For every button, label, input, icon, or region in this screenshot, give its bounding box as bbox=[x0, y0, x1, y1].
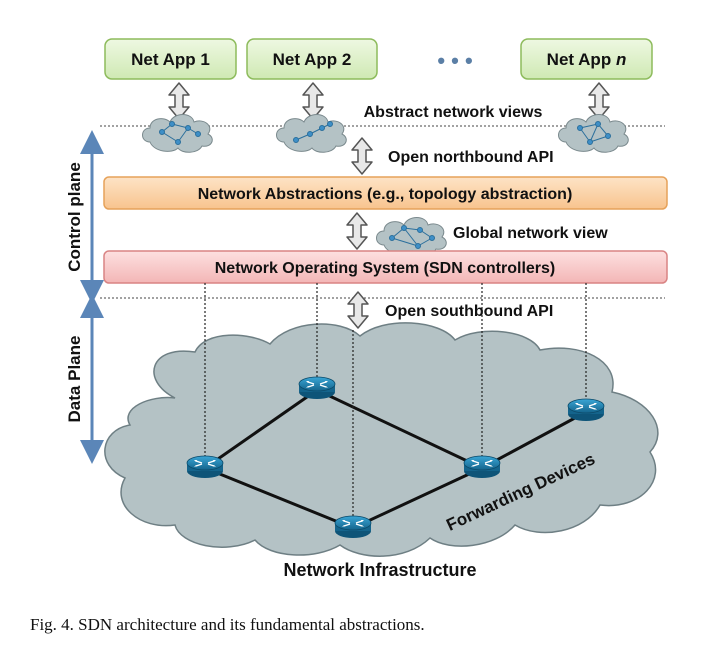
southbound-api-label: Open southbound API bbox=[385, 303, 553, 320]
infrastructure-cloud bbox=[104, 322, 659, 557]
global-network-view-label: Global network view bbox=[453, 225, 608, 242]
router-icon bbox=[186, 455, 224, 479]
double-arrow-icon bbox=[351, 137, 373, 175]
net-app-2-box: Net App 2 bbox=[246, 38, 378, 80]
cloud-icon bbox=[376, 217, 447, 256]
network-operating-system-layer: Network Operating System (SDN controller… bbox=[103, 250, 668, 284]
net-app-2-label: Net App 2 bbox=[273, 50, 352, 69]
northbound-api-label: Open northbound API bbox=[388, 149, 554, 166]
data-plane-label: Data Plane bbox=[65, 336, 84, 423]
net-app-1-label: Net App 1 bbox=[131, 50, 210, 69]
forwarding-links bbox=[204, 388, 587, 530]
router-icon bbox=[567, 398, 605, 422]
double-arrow-icon bbox=[302, 82, 324, 120]
router-icon bbox=[298, 376, 336, 400]
network-abstractions-layer: Network Abstractions (e.g., topology abs… bbox=[103, 176, 668, 210]
network-operating-system-label: Network Operating System (SDN controller… bbox=[215, 260, 556, 277]
control-plane-label: Control plane bbox=[65, 162, 84, 272]
cloud-icon bbox=[142, 114, 213, 153]
sdn-architecture-diagram: Net App 1 Net App 2 • • • Net App n bbox=[65, 38, 668, 580]
abstract-network-views-label: Abstract network views bbox=[364, 104, 543, 121]
router-icon bbox=[463, 455, 501, 479]
net-app-1-box: Net App 1 bbox=[104, 38, 237, 80]
double-arrow-icon bbox=[168, 82, 190, 120]
net-app-n-label: Net App n bbox=[547, 50, 627, 69]
control-links bbox=[204, 283, 587, 522]
router-icon bbox=[334, 515, 372, 539]
net-app-n-box: Net App n bbox=[520, 38, 653, 80]
figure-caption: Fig. 4. SDN architecture and its fundame… bbox=[30, 615, 425, 634]
double-arrow-icon bbox=[588, 82, 610, 120]
apps-ellipsis: • • • bbox=[437, 48, 472, 73]
cloud-icon bbox=[558, 114, 629, 153]
double-arrow-icon bbox=[346, 212, 368, 250]
network-infrastructure-label: Network Infrastructure bbox=[283, 560, 476, 580]
double-arrow-icon bbox=[347, 291, 369, 329]
cloud-icon bbox=[276, 114, 347, 153]
network-abstractions-label: Network Abstractions (e.g., topology abs… bbox=[198, 186, 573, 203]
